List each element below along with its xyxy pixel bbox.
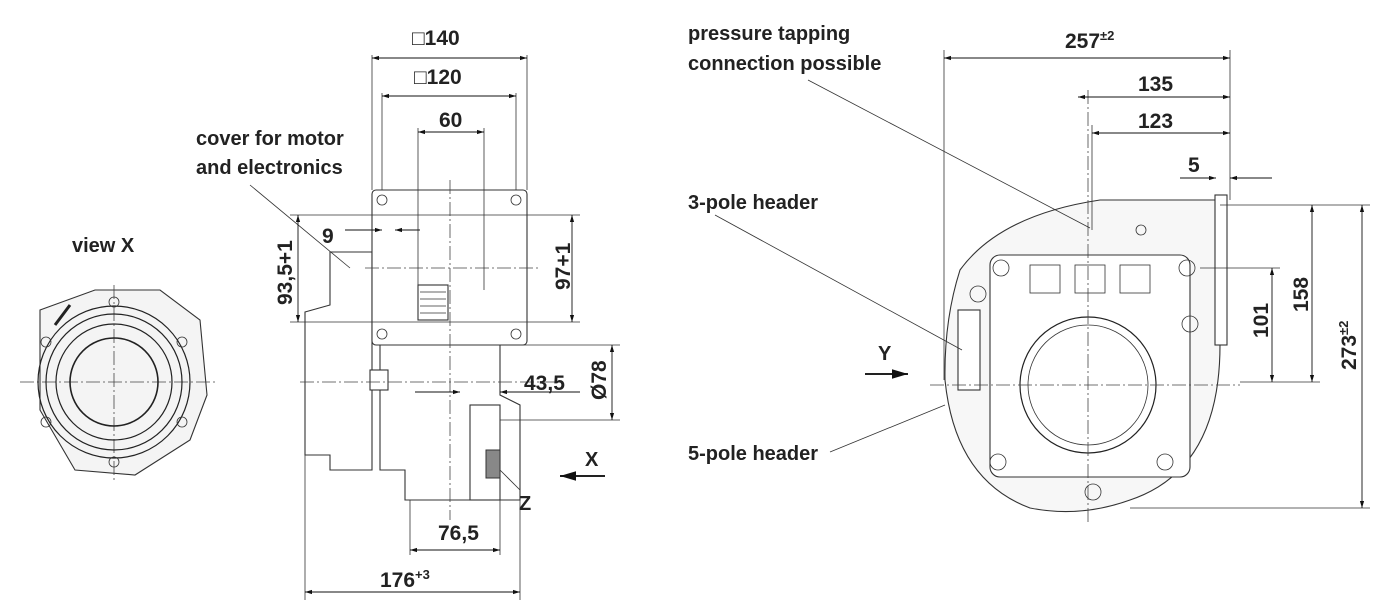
- front-view-dimensions: [714, 50, 1370, 509]
- pressure-label-line1: pressure tapping: [688, 23, 850, 45]
- side-view-dimensions: [290, 55, 620, 600]
- dim-135: 135: [1138, 73, 1173, 96]
- dim-76-5: 76,5: [438, 522, 479, 545]
- cover-label-line1: cover for motor: [196, 128, 344, 150]
- dim-257: 257±2: [1065, 28, 1114, 53]
- dim-43-5: 43,5: [524, 372, 565, 395]
- dim-97: 97+1: [552, 242, 575, 290]
- pole3-label: 3-pole header: [688, 192, 818, 214]
- dim-120: □120: [414, 66, 462, 89]
- dim-101: 101: [1250, 303, 1273, 338]
- pole5-label: 5-pole header: [688, 443, 818, 465]
- dim-273: 273±2: [1336, 321, 1361, 370]
- dim-93-5: 93,5+1: [274, 240, 297, 305]
- pressure-label-line2: connection possible: [688, 53, 881, 75]
- dim-176: 176+3: [380, 567, 430, 592]
- dim-123: 123: [1138, 110, 1173, 133]
- dim-9: 9: [322, 225, 334, 248]
- dim-78: Ø78: [588, 360, 611, 400]
- dim-60: 60: [439, 109, 462, 132]
- dim-5: 5: [1188, 154, 1200, 177]
- view-x-drawing: [20, 285, 215, 480]
- arrow-x-label: X: [585, 449, 599, 471]
- dim-140: □140: [412, 27, 460, 50]
- arrow-y-label: Y: [878, 343, 892, 365]
- front-view-drawing: [930, 90, 1240, 525]
- cover-label-line2: and electronics: [196, 157, 343, 179]
- dim-158: 158: [1290, 277, 1313, 312]
- cooling-slots: [1029, 264, 1151, 294]
- side-view-drawing: [300, 180, 560, 520]
- cover-leader: [249, 184, 351, 269]
- view-x-label: view X: [72, 235, 135, 257]
- detail-z-label: Z: [519, 493, 531, 515]
